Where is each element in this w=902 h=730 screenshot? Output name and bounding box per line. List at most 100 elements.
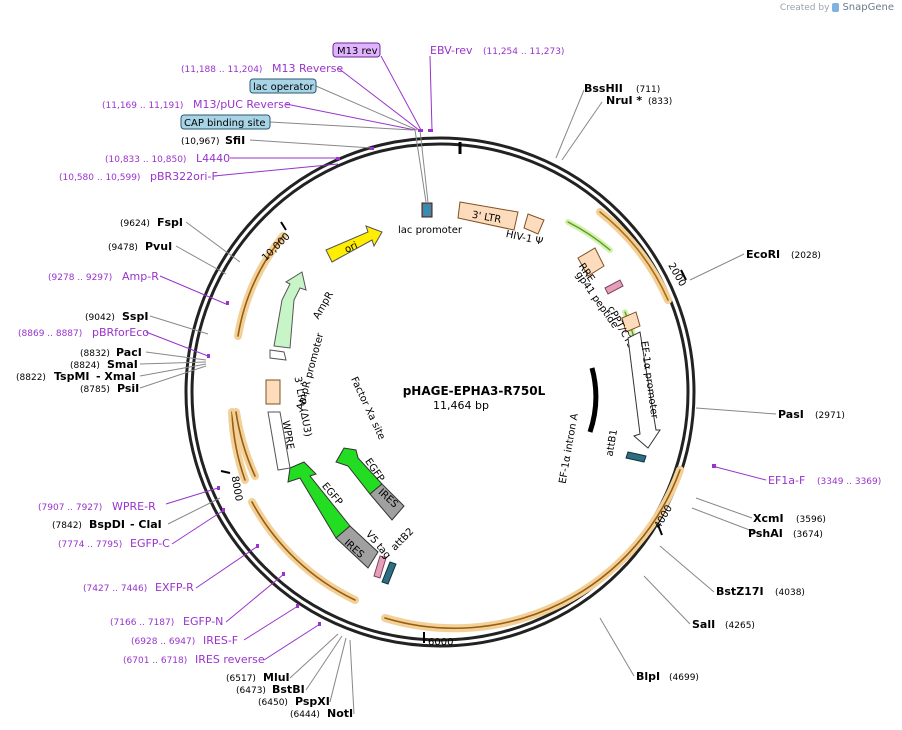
factor-xa-label: Factor Xa site [348, 375, 387, 441]
amp-r-name: Amp-R [122, 270, 159, 283]
sali-name: SalI [692, 618, 715, 631]
pasi-name: PasI [778, 408, 804, 421]
cppt-box [621, 311, 641, 333]
bstbi-name: BstBI [272, 683, 305, 696]
ltr3-top-label: 3' LTR [471, 210, 502, 226]
attb2-box [381, 561, 397, 585]
nrui-name: NruI * [606, 94, 642, 107]
exfp-r-pos: (7427 .. 7446) [83, 584, 147, 594]
psii-name: PsiI [117, 382, 139, 395]
ampr-label: AmpR [311, 290, 335, 321]
blpi-pos: (4699) [669, 673, 699, 683]
paci-name: PacI [116, 346, 142, 359]
primer-marks [207, 129, 716, 626]
snapgene-credit: Created by SnapGene [780, 2, 894, 13]
sali-pos: (4265) [725, 621, 755, 631]
ef1a-intron-label: EF-1α intron A [558, 412, 581, 484]
egfp-c-name: EGFP-C [130, 537, 170, 550]
egfp-n-name: EGFP-N [183, 615, 223, 628]
bsshii-name: BssHII [584, 82, 623, 95]
exfp-r-name: EXFP-R [155, 581, 194, 594]
hiv-psi-box [523, 213, 545, 235]
pbrforeco-name: pBRforEco [92, 326, 149, 339]
smai-pos: (8824) [70, 361, 100, 371]
ires-outer-box [335, 525, 379, 569]
tick-10000: 10,000 [260, 231, 293, 264]
cap-binding-site-name: CAP binding site [184, 118, 266, 129]
smai-name: SmaI [107, 358, 138, 371]
pvui-name: PvuI [145, 240, 172, 253]
lac-promoter-label: lac promoter [398, 225, 463, 236]
sspi-name: SspI [122, 310, 148, 323]
bspdi-name: BspDI [89, 518, 125, 531]
psii-pos: (8785) [80, 385, 110, 395]
xcmi-pos: (3596) [796, 515, 826, 525]
m13-rev-label: M13 rev [337, 46, 378, 57]
wpre-box [267, 411, 291, 471]
plasmid-name: pHAGE-EPHA3-R750L [403, 384, 546, 398]
ampr-promoter-box [269, 349, 287, 361]
noti-name: NotI [327, 707, 353, 720]
v5tag-box [373, 555, 387, 579]
sfii-pos: (10,967) [181, 137, 220, 147]
fspi-name: FspI [157, 216, 183, 229]
l4440-name: L4440 [196, 152, 230, 165]
cap-binding-site-box [180, 114, 271, 130]
amp-r-pos: (9278 .. 9297) [48, 273, 112, 283]
paci-pos: (8832) [80, 349, 110, 359]
xcmi-name: XcmI [753, 512, 784, 525]
pvui-pos: (9478) [108, 243, 138, 253]
pbr322ori-f-pos: (10,580 .. 10,599) [59, 173, 140, 183]
credit-brand: SnapGene [842, 2, 894, 13]
ltr3-delta-box [265, 379, 281, 405]
ecori-pos: (2028) [791, 251, 821, 261]
ires-inner-box [369, 483, 405, 521]
ebv-rev-label: EBV-rev [430, 44, 473, 57]
ires-reverse-pos: (6701 .. 6718) [123, 656, 187, 666]
ori-arrow [325, 225, 383, 263]
credit-prefix: Created by [779, 2, 830, 13]
egfp-c-pos: (7774 .. 7795) [58, 540, 122, 550]
wpre-r-pos: (7907 .. 7927) [38, 503, 102, 513]
attb1-box [625, 451, 647, 463]
pbr322ori-f-name: pBR322ori-F [150, 170, 218, 183]
attb2-label: attB2 [389, 526, 416, 553]
nrui-pos: (833) [648, 97, 672, 107]
clai-name: - ClaI [130, 518, 162, 531]
pspxi-pos: (6450) [258, 698, 288, 708]
rre-box [577, 247, 605, 277]
m13-rev-box [332, 42, 381, 58]
tspmi-name: TspMI [54, 370, 90, 383]
sfii-name: SfiI [225, 134, 245, 147]
ef1a-promoter-arrow [627, 331, 661, 449]
snapgene-logo-icon [832, 3, 840, 12]
m13-reverse-name: M13 Reverse [272, 62, 343, 75]
bstz17i-name: BstZ17I [716, 585, 764, 598]
ires-f-pos: (6928 .. 6947) [131, 637, 195, 647]
bsshii-pos: (711) [636, 85, 660, 95]
pshai-pos: (3674) [793, 530, 823, 540]
pasi-pos: (2971) [815, 411, 845, 421]
ebv-rev-pos: (11,254 .. 11,273) [483, 47, 564, 57]
attb1-label: attB1 [604, 429, 620, 458]
l4440-pos: (10,833 .. 10,850) [105, 155, 186, 165]
egfp-n-pos: (7166 .. 7187) [110, 618, 174, 628]
gp41-box [604, 279, 624, 295]
pbrforeco-pos: (8869 .. 8887) [18, 329, 82, 339]
noti-pos: (6444) [290, 710, 320, 720]
pspxi-name: PspXI [295, 695, 330, 708]
ecori-name: EcoRI [746, 248, 780, 261]
tspmi-xmai-pos: (8822) [16, 373, 46, 383]
blpi-name: BlpI [636, 670, 660, 683]
tick-6000: 6000 [428, 637, 453, 648]
ltr3-top-box [457, 201, 519, 231]
ampr-arrow [273, 271, 307, 349]
backbone-inner-ring [190, 142, 690, 642]
left-labels: (11,188 .. 11,204) M13 Reverse lac opera… [16, 62, 353, 720]
bspdi-clai-pos: (7842) [52, 521, 82, 531]
lac-operator-marker [424, 205, 430, 215]
lac-operator-name: lac operator [253, 82, 314, 93]
ires-f-name: IRES-F [203, 634, 238, 647]
right-labels: BssHII (711) NruI * (833) EcoRI (2028) P… [584, 82, 881, 683]
